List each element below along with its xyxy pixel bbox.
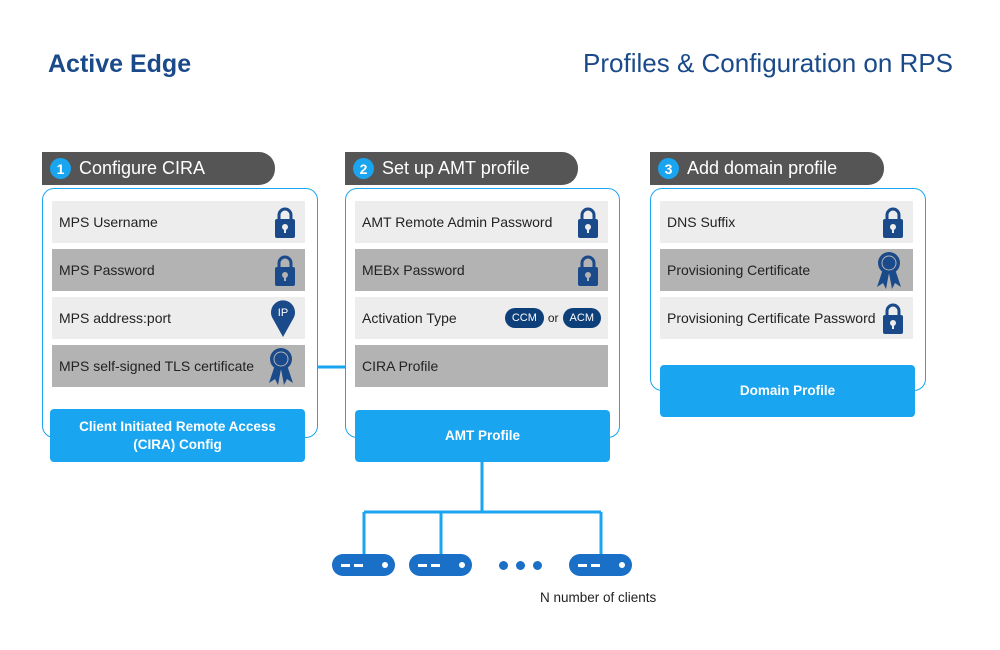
ellipsis-dot-icon (499, 561, 508, 570)
row-label: CIRA Profile (362, 358, 439, 374)
footer-label: AMT Profile (444, 428, 520, 444)
page-title: Profiles & Configuration on RPS (583, 48, 953, 78)
row-mebx-password: MEBx Password (355, 249, 608, 291)
lock-icon (578, 255, 598, 286)
footer-label: Client Initiated Remote Access (CIRA) Co… (79, 418, 276, 452)
client-device-icon (409, 554, 472, 576)
row-mps-password: MPS Password (52, 249, 305, 291)
footer-label: Domain Profile (739, 383, 836, 399)
ccm-pill: CCM (504, 308, 544, 328)
client-device-icon (332, 554, 395, 576)
row-label: MPS self-signed TLS certificate (59, 358, 255, 374)
row-amt-admin-password: AMT Remote Admin Password (355, 201, 608, 243)
row-label: MPS Password (59, 262, 155, 278)
section-header-amt-profile: 2 Set up AMT profile (345, 152, 578, 185)
section-header-configure-cira: 1 Configure CIRA (42, 152, 275, 185)
domain-profile-box: Domain Profile (660, 365, 915, 417)
lock-icon (275, 255, 295, 286)
row-mps-username: MPS Username (52, 201, 305, 243)
step-number-badge: 3 (658, 158, 679, 179)
ip-pin-icon: IP (271, 300, 295, 337)
row-label: MPS address:port (59, 310, 172, 326)
cira-config-box: Client Initiated Remote Access (CIRA) Co… (50, 409, 305, 462)
row-cira-profile: CIRA Profile (355, 345, 608, 387)
ellipsis-dot-icon (516, 561, 525, 570)
client-device-icon (569, 554, 632, 576)
acm-pill: ACM (562, 308, 601, 328)
clients-label: N number of clients (540, 590, 657, 605)
lock-icon (578, 207, 598, 238)
amt-profile-box: AMT Profile (355, 410, 610, 462)
lock-icon (275, 207, 295, 238)
row-label: AMT Remote Admin Password (362, 214, 553, 230)
section-title: Configure CIRA (79, 158, 206, 178)
section-title: Set up AMT profile (382, 158, 530, 178)
row-label: MEBx Password (362, 262, 465, 278)
brand-title: Active Edge (48, 50, 192, 78)
ellipsis-dot-icon (533, 561, 542, 570)
step-number-badge: 1 (50, 158, 71, 179)
section-title: Add domain profile (687, 158, 838, 178)
or-text: or (547, 311, 559, 325)
activation-options: CCM or ACM (504, 308, 601, 328)
row-dns-suffix: DNS Suffix (660, 201, 913, 243)
row-label: Provisioning Certificate Password (667, 310, 876, 326)
certificate-ribbon-icon (269, 348, 293, 385)
row-provisioning-certificate-password: Provisioning Certificate Password (660, 297, 913, 339)
ip-pin-text: IP (278, 307, 288, 319)
lock-icon (883, 207, 903, 238)
certificate-ribbon-icon (877, 252, 901, 289)
step-number-badge: 2 (353, 158, 374, 179)
row-label: Provisioning Certificate (667, 262, 811, 278)
lock-icon (883, 303, 903, 334)
row-mps-tls-certificate: MPS self-signed TLS certificate (52, 345, 305, 387)
row-label: DNS Suffix (667, 214, 736, 230)
row-mps-address-port: MPS address:port IP (52, 297, 305, 339)
row-provisioning-certificate: Provisioning Certificate (660, 249, 913, 291)
section-header-domain-profile: 3 Add domain profile (650, 152, 884, 185)
row-activation-type: Activation Type CCM or ACM (355, 297, 608, 339)
row-label: Activation Type (362, 310, 457, 326)
row-label: MPS Username (59, 214, 158, 230)
